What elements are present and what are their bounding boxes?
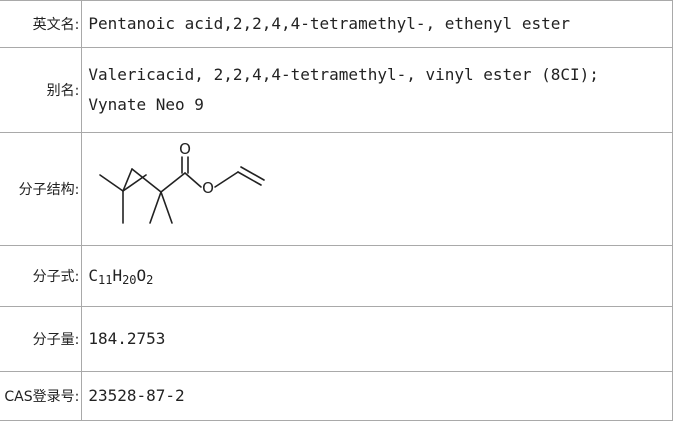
formula-value: C11H20O2 xyxy=(81,245,673,307)
formula-c-count: 11 xyxy=(97,273,113,287)
formula-o: O xyxy=(136,266,147,285)
alias-label: 别名: xyxy=(0,47,83,133)
alias-line-2: Vynate Neo 9 xyxy=(88,95,204,114)
formula-h: H xyxy=(112,266,123,285)
formula-label: 分子式: xyxy=(0,245,83,307)
cas-value: 23528-87-2 xyxy=(81,371,673,421)
alias-line-1: Valericacid, 2,2,4,4-tetramethyl-, vinyl… xyxy=(88,65,599,84)
english-name-value: Pentanoic acid,2,2,4,4-tetramethyl-, eth… xyxy=(81,0,673,48)
structure-cell: O O xyxy=(81,132,673,246)
mass-value: 184.2753 xyxy=(81,306,673,372)
carbonyl-oxygen-label: O xyxy=(179,140,191,158)
bond-quat-carbonyl xyxy=(160,172,187,193)
mass-label: 分子量: xyxy=(0,306,83,372)
bond-vinyl-double-b xyxy=(240,166,266,181)
bond-ch2 xyxy=(131,168,163,193)
row-mass: 分子量: 184.2753 xyxy=(0,306,673,372)
structure-label: 分子结构: xyxy=(0,132,83,246)
row-english-name: 英文名: Pentanoic acid,2,2,4,4-tetramethyl-… xyxy=(0,0,673,48)
english-name-label: 英文名: xyxy=(0,0,83,48)
row-structure: 分子结构: O xyxy=(0,132,673,246)
ester-oxygen-label: O xyxy=(202,179,214,197)
formula-h-count: 20 xyxy=(122,273,137,287)
alias-value: Valericacid, 2,2,4,4-tetramethyl-, vinyl… xyxy=(81,47,673,133)
bond-o-vinyl xyxy=(214,171,240,188)
bond-tbu-up xyxy=(122,168,134,192)
row-formula: 分子式: C11H20O2 xyxy=(0,245,673,307)
formula-c: C xyxy=(88,266,98,285)
bond-quat-down xyxy=(149,191,163,224)
formula-o-count: 2 xyxy=(146,273,154,287)
bond-tbu-left xyxy=(99,174,125,192)
bond-vinyl-double-a xyxy=(237,171,263,186)
cas-label: CAS登录号: xyxy=(0,371,83,421)
bond-ester-o xyxy=(184,172,203,188)
row-alias: 别名: Valericacid, 2,2,4,4-tetramethyl-, v… xyxy=(0,47,673,133)
bond-quat-down2 xyxy=(160,191,174,224)
molecular-structure-icon: O O xyxy=(99,140,266,224)
row-cas: CAS登录号: 23528-87-2 xyxy=(0,371,673,421)
